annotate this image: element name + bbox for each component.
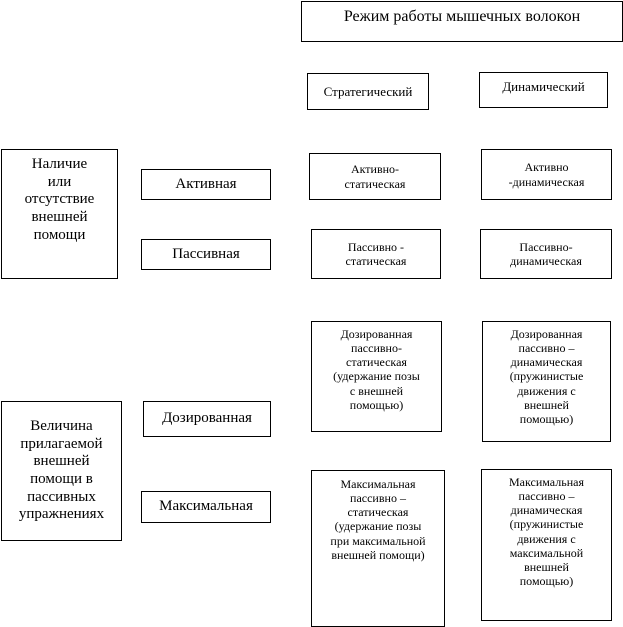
column-dynamic-label: Динамический	[502, 79, 585, 94]
header-box: Режим работы мышечных волокон	[301, 1, 623, 42]
cell-dosed-dynamic: Дозированная пассивно – динамическая (пр…	[482, 321, 611, 442]
row-dosed-label: Дозированная	[162, 410, 252, 427]
cell-active-dynamic: Активно -динамическая	[481, 149, 612, 200]
group-help-amount-label: Величина прилагаемой внешней помощи в па…	[18, 417, 105, 523]
cell-dosed-static: Дозированная пассивно- статическая (удер…	[311, 321, 442, 432]
group-help-presence-label: Наличие или отсутствие внешней помощи	[24, 156, 95, 243]
cell-active-static: Активно- статическая	[309, 153, 441, 200]
cell-max-static: Максимальная пассивно – статическая (уде…	[311, 470, 445, 627]
group-help-amount-box: Величина прилагаемой внешней помощи в па…	[1, 401, 122, 541]
cell-passive-dynamic: Пассивно- динамическая	[480, 229, 612, 279]
group-help-presence-box: Наличие или отсутствие внешней помощи	[1, 149, 118, 279]
row-active-box: Активная	[141, 169, 271, 200]
row-active-label: Активная	[175, 175, 237, 192]
row-max-box: Максимальная	[141, 491, 271, 523]
header-label: Режим работы мышечных волокон	[343, 8, 581, 25]
row-passive-box: Пассивная	[141, 239, 271, 270]
column-strategic-label: Стратегический	[323, 83, 413, 99]
cell-passive-static: Пассивно - статическая	[311, 229, 441, 279]
cell-max-dynamic: Максимальная пассивно – динамическая (пр…	[481, 469, 612, 621]
column-strategic-box: Стратегический	[307, 73, 429, 110]
column-dynamic-box: Динамический	[479, 72, 608, 108]
row-max-label: Максимальная	[159, 498, 253, 515]
row-dosed-box: Дозированная	[143, 401, 271, 437]
row-passive-label: Пассивная	[172, 245, 240, 262]
